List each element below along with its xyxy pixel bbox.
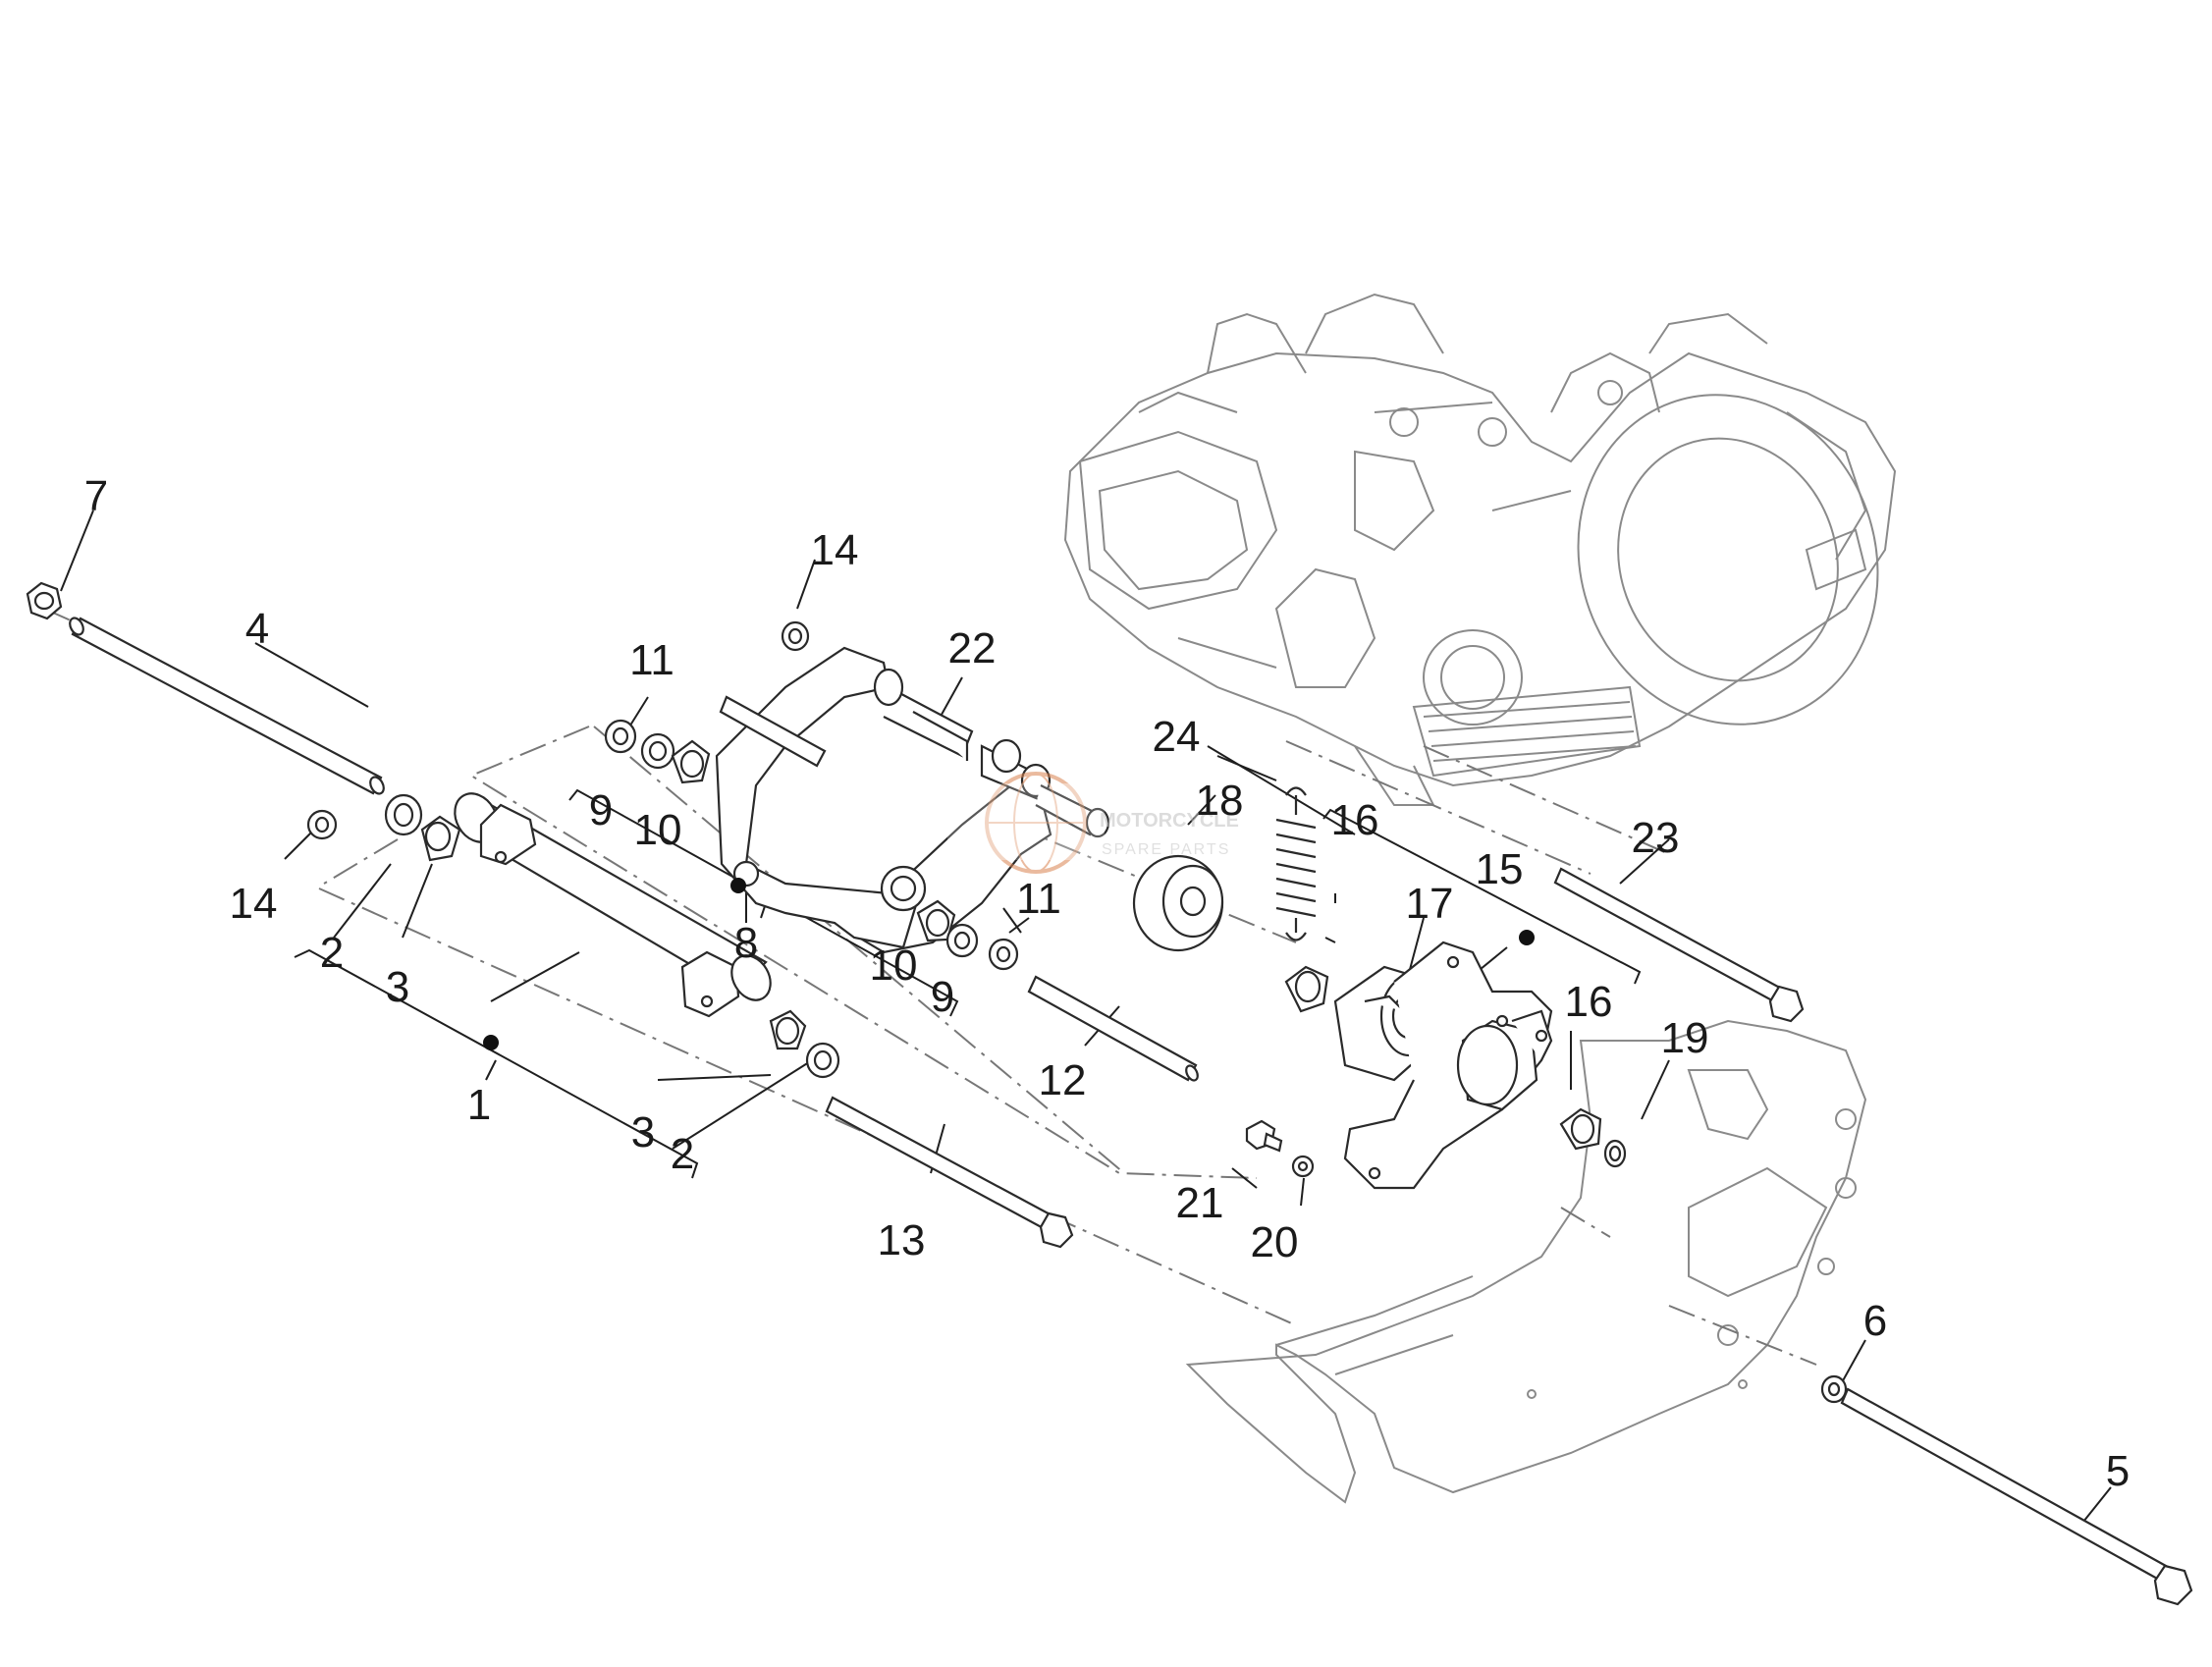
part-18-damper (1132, 854, 1224, 952)
part-5-bolt (1840, 1387, 2193, 1606)
parts (26, 581, 2193, 1606)
label-19: 19 (1661, 1014, 1709, 1062)
label-10-upper: 10 (634, 806, 682, 854)
label-7: 7 (84, 472, 108, 520)
part-24-spring (1275, 786, 1317, 941)
part-9-washer-upper (640, 732, 675, 770)
part-20-washer (1291, 1155, 1315, 1178)
part-2-washer-right (805, 1042, 840, 1079)
dot-group-15 (1519, 930, 1535, 945)
part-9-washer-lower (945, 923, 979, 958)
part-8-long-pin (719, 695, 827, 768)
part-14-nut-left (306, 809, 338, 840)
label-16-lower: 16 (1565, 978, 1613, 1026)
label-12: 12 (1039, 1056, 1087, 1104)
part-16-bushing-upper (1284, 965, 1329, 1013)
part-23-bolt (1553, 867, 1805, 1023)
part-6-washer (1820, 1374, 1848, 1404)
label-2-right: 2 (671, 1130, 694, 1178)
part-7-nut (26, 581, 63, 620)
part-12-pin (1027, 975, 1199, 1082)
part-21-screw (1245, 1119, 1283, 1153)
label-3-left: 3 (386, 963, 409, 1011)
part-14-nut-top (781, 620, 810, 652)
label-17: 17 (1406, 880, 1454, 928)
watermark: MOTORCYCLE SPARE PARTS (947, 772, 1239, 874)
label-14-left: 14 (230, 880, 278, 928)
label-3-right: 3 (631, 1108, 655, 1156)
part-10-bushing-lower (916, 899, 956, 942)
dot-group-1 (483, 1035, 499, 1050)
label-5: 5 (2106, 1447, 2130, 1495)
label-10-lower: 10 (870, 941, 918, 990)
label-11-lower: 11 (1016, 875, 1061, 923)
reference-dots (483, 878, 1535, 1050)
part-15-bracket-plate (1343, 941, 1553, 1190)
label-24: 24 (1153, 713, 1201, 761)
label-20: 20 (1251, 1218, 1299, 1266)
part-3-bushing-right (769, 1009, 807, 1050)
frame-section (1185, 1019, 1867, 1504)
part-1-swingarm-tube (454, 792, 772, 1018)
label-2-left: 2 (320, 929, 344, 977)
label-23: 23 (1632, 814, 1680, 862)
part-2-washer-left (384, 793, 423, 836)
label-14-top: 14 (811, 526, 859, 574)
label-8: 8 (734, 919, 758, 967)
watermark-line1: MOTORCYCLE (1100, 810, 1239, 832)
label-22: 22 (948, 624, 997, 672)
label-6: 6 (1863, 1297, 1887, 1345)
label-21: 21 (1176, 1179, 1224, 1227)
part-11-washer-lower (988, 938, 1019, 971)
label-9-upper: 9 (589, 786, 613, 834)
engine-block (1063, 293, 1897, 806)
part-13-bolt (825, 1096, 1074, 1249)
part-10-bushing-upper (671, 739, 711, 784)
label-1: 1 (467, 1081, 491, 1129)
assembly-guide-lines (43, 608, 1817, 1366)
label-16-upper: 16 (1331, 796, 1379, 844)
part-labels: 7 4 14 11 22 9 10 14 2 3 8 1 3 2 10 9 11… (84, 472, 2130, 1495)
label-11-upper: 11 (629, 636, 674, 684)
part-11-washer-upper (604, 719, 637, 754)
dot-group-8 (730, 878, 746, 893)
label-4: 4 (245, 605, 269, 653)
part-19-circlip (1603, 1139, 1627, 1168)
label-13: 13 (878, 1216, 926, 1264)
part-16-bushing-lower (1559, 1107, 1602, 1151)
watermark-line2: SPARE PARTS (1102, 841, 1230, 858)
label-9-lower: 9 (931, 973, 954, 1021)
part-3-bushing-left (420, 815, 461, 862)
part-4-pin (69, 617, 385, 795)
leader-lines (60, 510, 2112, 1528)
label-15: 15 (1476, 845, 1524, 893)
label-18: 18 (1196, 777, 1244, 825)
